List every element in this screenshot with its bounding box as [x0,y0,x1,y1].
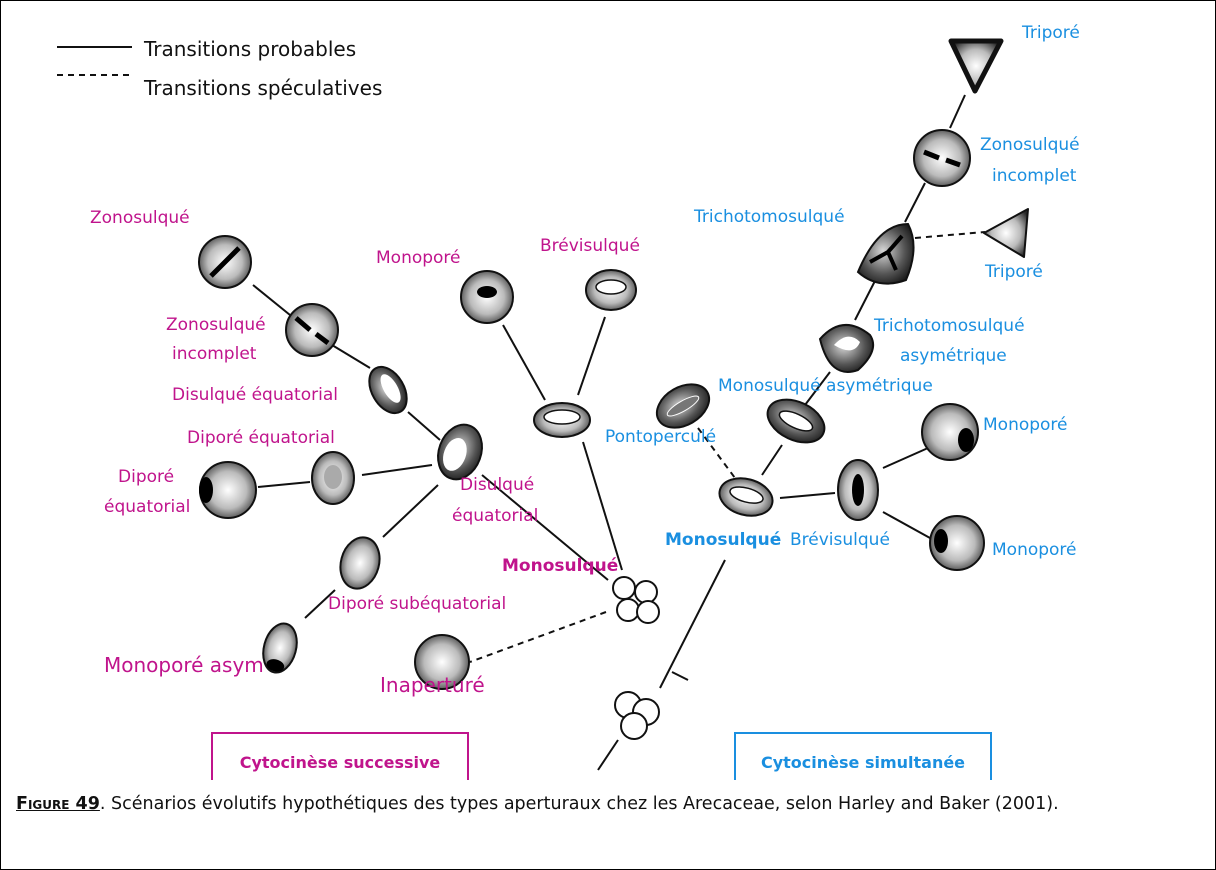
grain-zonosulque-incomplet [285,303,339,357]
dipore-mid-to-dipore-left [257,481,311,488]
grain-brevisulque-center [533,402,591,438]
label-dipore-eq-left-1: Diporé [118,467,174,487]
pollen-grains-successive [198,235,637,690]
grain-zonosulque-incomplet-simul [913,129,971,187]
grain-monopore [460,270,514,324]
grain-zonosulque [198,235,252,289]
label-brevisulque: Brévisulqué [540,236,640,256]
dipore-subeq-to-monopore-asym [304,589,336,619]
label-tricho-asym-2: asymétrique [900,346,1007,366]
grain-brevisulque-simul [837,459,879,521]
figure-number: Figure 49 [16,794,100,814]
brevisulque-to-monopore-top [882,447,929,469]
tricho-to-tripore-spec [914,231,986,239]
monosulque-succ-to-brevisulque [582,441,623,571]
legend-speculative-label: Transitions spéculatives [143,76,382,100]
grain-tripore-top [948,38,1004,94]
grain-monosulque-asym [766,398,826,444]
legend: Transitions probables Transitions spécul… [57,37,382,100]
label-inaperture: Inaperturé [380,673,485,697]
disulque-top-to-zono-incomplet [331,344,371,369]
label-dipore-eq-left-2: équatorial [104,497,190,517]
label-zonosulque: Zonosulqué [90,208,190,228]
grain-dipore-subeq [339,536,381,590]
label-tripore-top: Triporé [1021,23,1080,43]
label-monosulque-succ: Monosulqué [502,556,618,576]
label-monosulque-simul: Monosulqué [665,530,781,550]
pollen-grains-simultaneous [655,38,1029,571]
trunk-line-tick [671,671,689,681]
label-brevisulque-simul: Brévisulqué [790,530,890,550]
monosulque-to-inaperture-spec [469,611,607,663]
monosulque-succ-to-disulque [481,474,609,581]
tricho-to-zono-incomplet [904,182,926,223]
label-monopore-asym: Monoporé asym [104,653,264,677]
asym-to-tricho-asym [804,371,831,406]
label-zonosulque-incomplet-simul-1: Zonosulqué [980,135,1080,155]
grain-tripore-mid [983,208,1029,258]
transition-lines [252,94,986,771]
trunk-line [659,559,726,689]
monosulque-to-monosulque-asym [761,444,783,476]
label-disulque-center-1: Disulqué [460,475,534,495]
box-successive: Cytocinèse successive [211,732,469,780]
disulque-to-dipore-mid [361,464,433,476]
grain-disulque-center [437,423,483,481]
grain-brevisulque-top [585,269,637,311]
label-tricho-asym-1: Trichotomosulqué [873,316,1025,336]
grain-pontoperculé [655,383,711,429]
disulque-to-disulque-top [407,411,441,441]
figure-caption: Figure 49. Scénarios évolutifs hypothéti… [16,790,1196,818]
label-zonosulque-incomplet-1: Zonosulqué [166,315,266,335]
grain-tricho-asym [818,324,874,373]
disulque-to-dipore-subeq [382,484,439,538]
box-simultaneous-label: Cytocinèse simultanée [761,753,965,772]
label-dipore-eq-mid: Diporé équatorial [187,428,335,448]
caption-text: . Scénarios évolutifs hypothétiques des … [99,794,1059,814]
labels-simultaneous: Triporé Zonosulqué incomplet Trichotomos… [605,23,1080,560]
box-simultaneous: Cytocinèse simultanée [734,732,992,780]
brevisulque-center-to-brevisulque-top [577,316,606,396]
tetrad-simultaneous [614,691,660,740]
aperture-evolution-diagram: Transitions probables Transitions spécul… [57,23,1080,780]
label-pontoperculé: Pontoperculé [605,427,716,447]
grain-monopore-asym [262,622,298,674]
tetrad-successive [612,576,660,624]
grain-disulque-top [368,365,408,415]
label-monosulque-asym: Monosulqué asymétrique [718,376,933,396]
grain-dipore-left [199,461,257,519]
label-tripore-mid: Triporé [984,262,1043,282]
label-monopore-bottom: Monoporé [992,540,1077,560]
grain-dipore-mid [311,451,355,505]
stem-line [597,739,619,771]
brevisulque-to-monopore-bottom [882,511,931,539]
grain-monopore-top [921,403,979,461]
label-disulque-center-2: équatorial [452,506,538,526]
label-monopore: Monoporé [376,248,461,268]
legend-probable-label: Transitions probables [143,37,356,61]
grain-inaperture [414,634,470,690]
label-zonosulque-incomplet-simul-2: incomplet [992,166,1077,186]
label-disulque-eq-top: Disulqué équatorial [172,385,338,405]
label-monopore-top: Monoporé [983,415,1068,435]
label-zonosulque-incomplet-2: incomplet [172,344,257,364]
zono-incomplet-to-zonosulque [252,284,291,316]
grain-monosulque [718,477,774,517]
label-trichotomosulque: Trichotomosulqué [693,207,845,227]
monosulque-to-brevisulque [779,492,836,499]
grain-monopore-bottom [929,515,985,571]
label-dipore-subeq: Diporé subéquatorial [328,594,506,614]
brevisulque-center-to-monopore [502,324,546,401]
box-successive-label: Cytocinèse successive [240,753,441,772]
labels-successive: Zonosulqué Zonosulqué incomplet Disulqué… [90,208,640,697]
zono-incomplet-to-tripore [949,94,966,129]
grain-trichotomosulque [856,222,915,285]
